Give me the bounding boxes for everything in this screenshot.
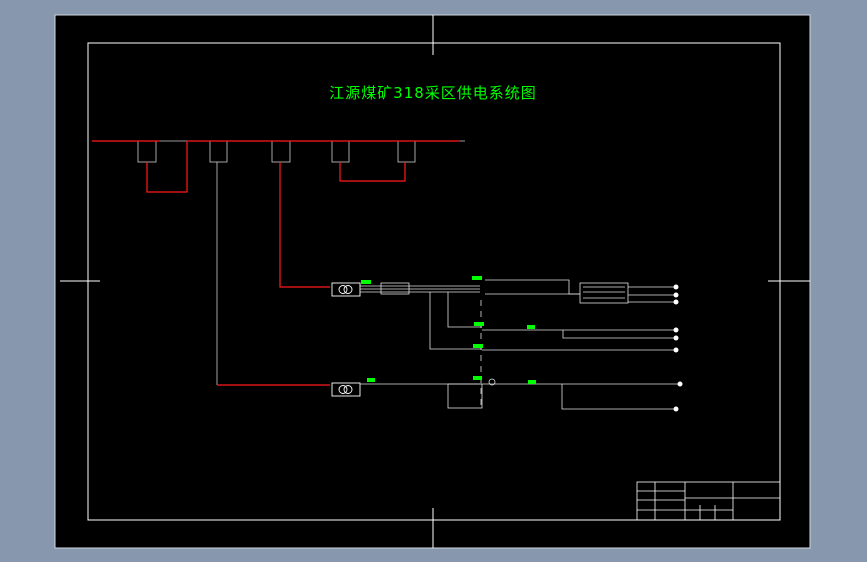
transformer-2	[331, 382, 361, 397]
low-voltage-network	[360, 279, 680, 410]
transformer-1	[331, 282, 361, 297]
drawing-title: 江源煤矿318采区供电系统图	[329, 84, 537, 102]
motor-terminals	[673, 284, 683, 412]
transformers	[331, 282, 361, 397]
drawing-sheet	[54, 14, 811, 549]
title-block	[636, 481, 781, 521]
centering-marks	[60, 15, 810, 548]
switch-markers	[361, 276, 536, 384]
distribution-panel	[579, 282, 629, 304]
red-cables	[92, 140, 460, 386]
